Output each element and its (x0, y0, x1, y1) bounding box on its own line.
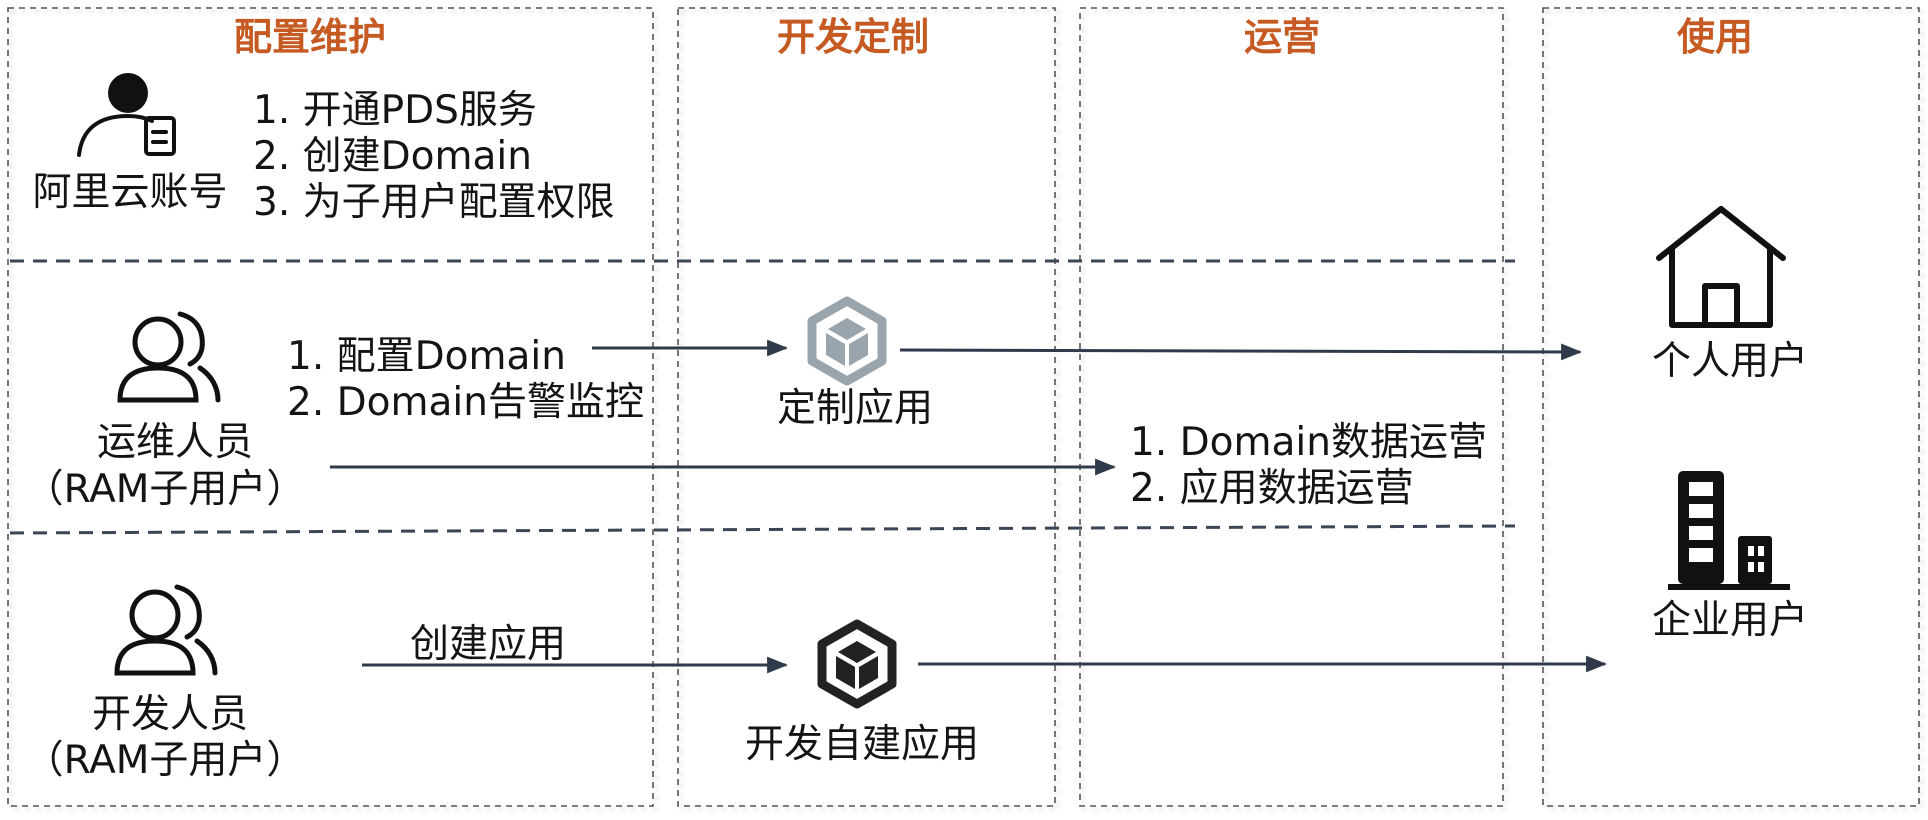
custom-app-label: 定制应用 (776, 386, 933, 431)
users-icon (114, 584, 218, 676)
row-separator-2 (9, 524, 1516, 535)
column-header-ops: 运营 (1243, 15, 1320, 59)
arrow-custom-app-to-personal (899, 343, 1583, 361)
column-frame-config (7, 7, 654, 807)
column-header-config: 配置维护 (233, 15, 386, 59)
ops-steps: 1. 配置Domain 2. Domain告警监控 (287, 334, 644, 426)
account-step: 1. 开通PDS服务 (253, 88, 537, 133)
cube-gray-icon (807, 296, 887, 386)
admin-user-icon (77, 73, 176, 157)
ops-label: 运维人员 (96, 420, 253, 465)
dev-label-role: （RAM子用户） (24, 738, 306, 783)
operations-steps: 1. Domain数据运营 2. 应用数据运营 (1130, 420, 1487, 512)
account-step: 2. 创建Domain (253, 134, 532, 179)
dev-label: 开发人员 (91, 692, 248, 737)
building-icon (1668, 471, 1790, 590)
ops-step: 2. Domain告警监控 (287, 380, 644, 425)
column-header-use: 使用 (1676, 15, 1753, 59)
ops-label-role: （RAM子用户） (24, 467, 306, 512)
house-icon (1656, 206, 1786, 328)
operations-step: 1. Domain数据运营 (1130, 420, 1487, 465)
column-frame-use (1542, 7, 1920, 807)
column-header-dev: 开发定制 (776, 15, 929, 59)
cube-dark-icon (817, 619, 897, 709)
account-steps: 1. 开通PDS服务 2. 创建Domain 3. 为子用户配置权限 (253, 88, 615, 226)
personal-user-label: 个人用户 (1651, 339, 1808, 384)
account-label: 阿里云账号 (32, 170, 228, 215)
enterprise-user-label: 企业用户 (1651, 598, 1808, 643)
column-frame-dev (677, 7, 1056, 807)
column-frame-ops (1079, 7, 1504, 807)
self-app-label: 开发自建应用 (744, 722, 979, 767)
operations-step: 2. 应用数据运营 (1130, 466, 1414, 511)
account-step: 3. 为子用户配置权限 (253, 180, 615, 225)
users-icon (117, 311, 221, 403)
ops-step: 1. 配置Domain (287, 334, 566, 379)
dev-step: 创建应用 (410, 622, 567, 667)
